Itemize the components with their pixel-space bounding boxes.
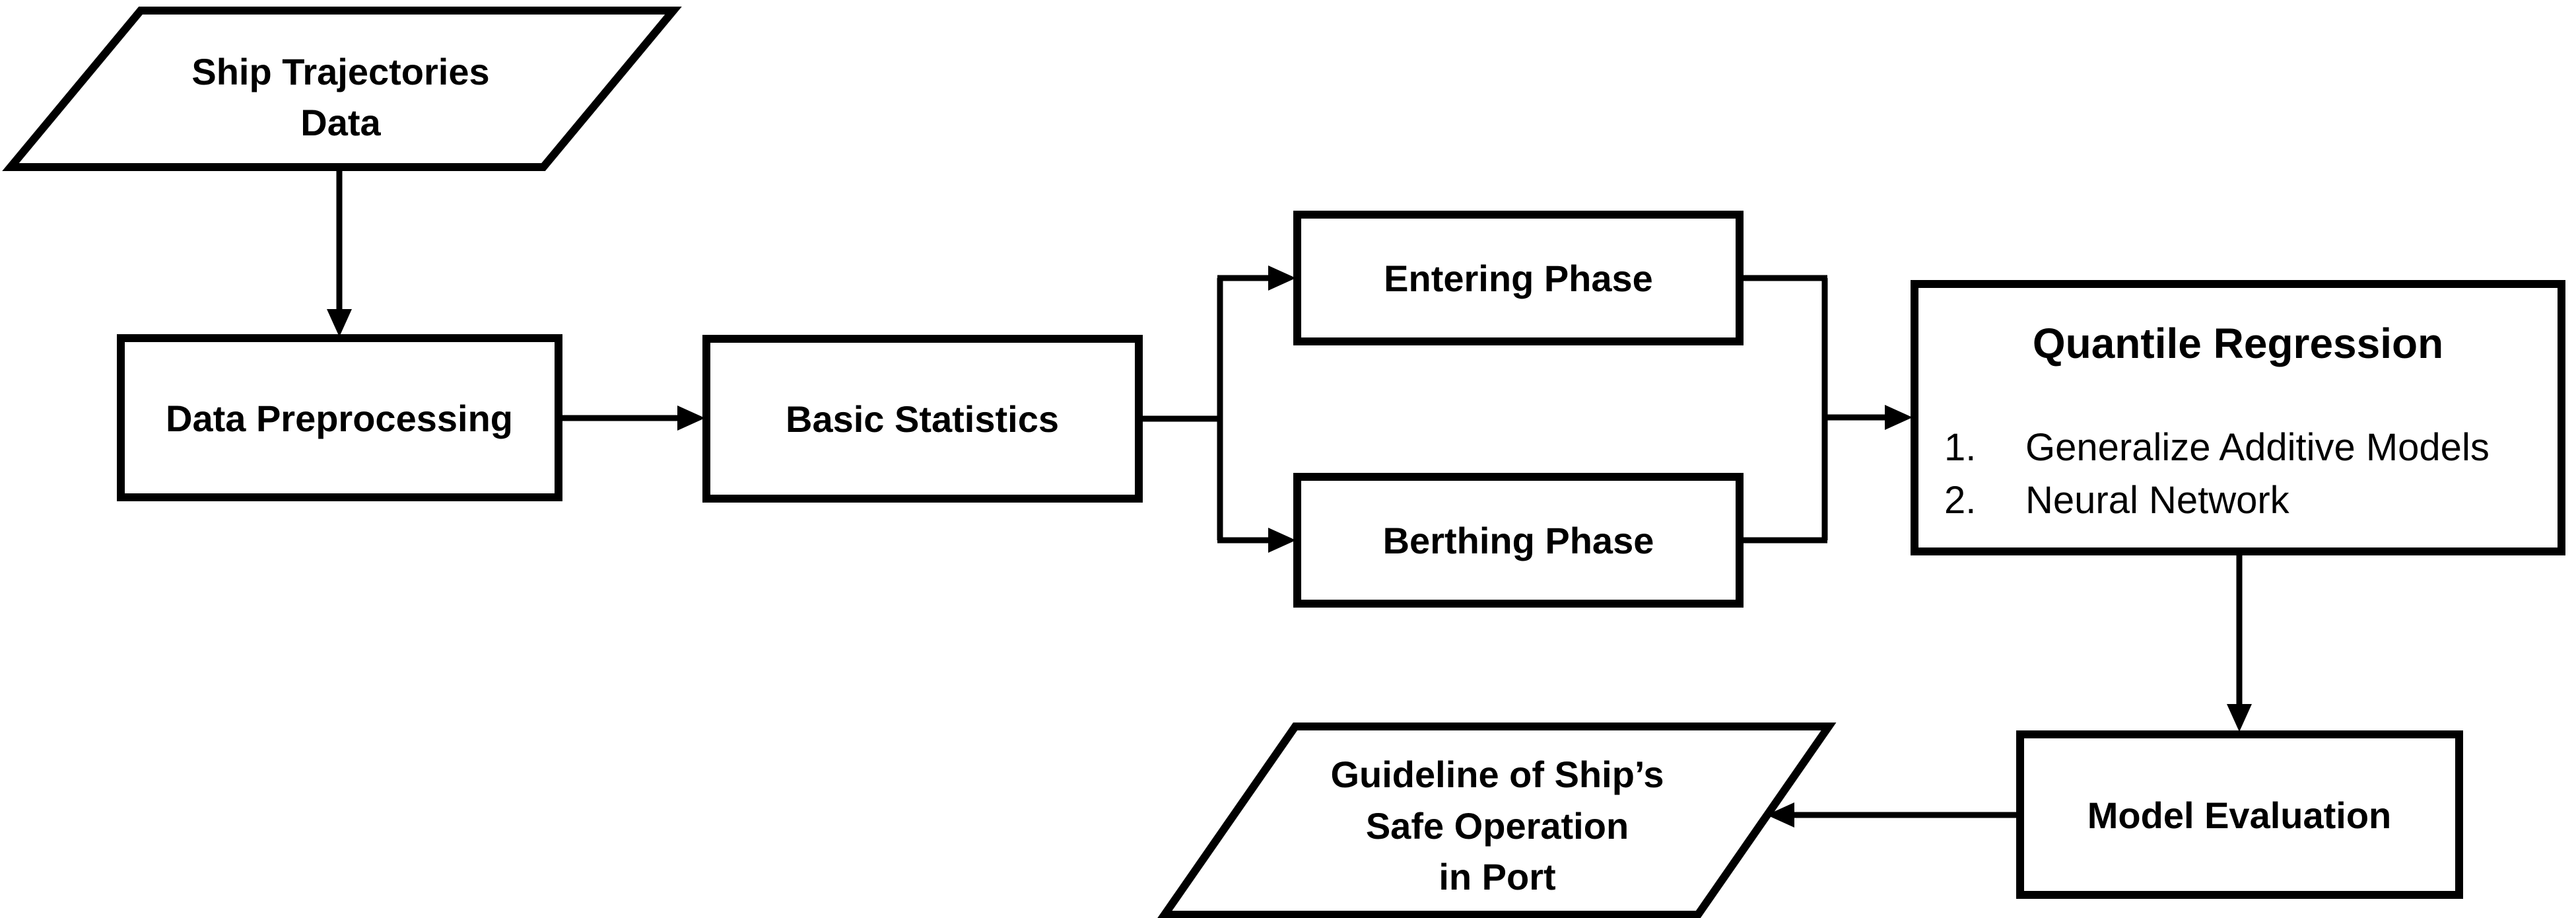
ship-data-label-line2: Data: [300, 102, 381, 143]
basic-statistics-box: [702, 335, 1143, 503]
arrow-split-to-entering: [1217, 265, 1296, 291]
quantile-list-item2-number: 2.: [1944, 479, 1976, 522]
guideline-label-line1: Guideline of Ship’s: [1330, 754, 1664, 795]
quantile-list-item1-number: 1.: [1944, 426, 1976, 469]
quantile-list-item2-text: Neural Network: [2025, 479, 2290, 522]
arrow-ship-data-to-preprocessing: [327, 167, 352, 337]
quantile-regression-title: Quantile Regression: [2033, 320, 2443, 367]
connector-merge: [1740, 275, 1828, 544]
data-preprocessing-box: [117, 334, 562, 501]
connector-split: [1139, 278, 1223, 540]
arrow-preprocessing-to-statistics: [559, 406, 705, 431]
quantile-list-item1-text: Generalize Additive Models: [2025, 426, 2490, 469]
arrow-merge-to-quantile: [1822, 405, 1913, 430]
arrow-evaluation-to-guideline: [1767, 802, 2020, 828]
guideline-label-line2: Safe Operation: [1366, 805, 1629, 847]
basic-statistics-label: Basic Statistics: [786, 398, 1059, 440]
model-evaluation-box: [2016, 730, 2463, 899]
berthing-phase-label: Berthing Phase: [1383, 520, 1654, 561]
quantile-regression-box: [1911, 280, 2565, 555]
entering-phase-box: [1293, 211, 1744, 345]
guideline-label-line3: in Port: [1439, 856, 1555, 898]
arrow-quantile-to-evaluation: [2227, 551, 2252, 732]
model-evaluation-label: Model Evaluation: [2087, 794, 2392, 836]
ship-data-label-line1: Ship Trajectories: [191, 51, 489, 92]
ship-data-parallelogram: [2, 7, 682, 171]
berthing-phase-box: [1293, 473, 1744, 608]
guideline-parallelogram: [1157, 723, 1837, 918]
data-preprocessing-label: Data Preprocessing: [166, 398, 513, 439]
arrow-split-to-berthing: [1217, 528, 1296, 553]
entering-phase-label: Entering Phase: [1384, 258, 1653, 299]
